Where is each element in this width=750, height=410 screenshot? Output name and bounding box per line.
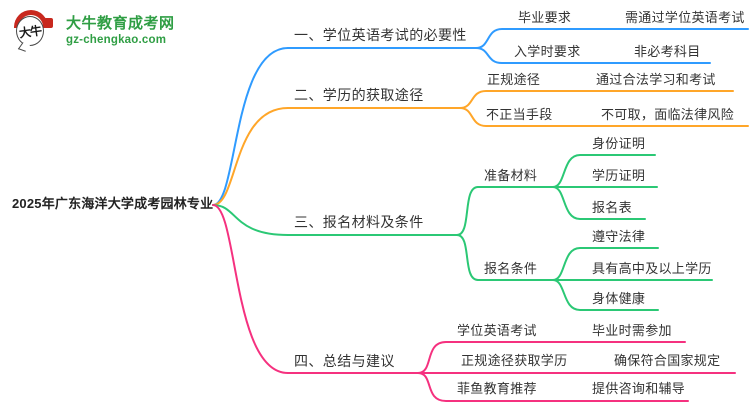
materials-label: 准备材料	[484, 168, 538, 183]
branch1-child1-label: 毕业要求	[518, 10, 572, 25]
materials-item3: 报名表	[592, 200, 632, 215]
branch1-child2-label: 入学时要求	[514, 44, 581, 59]
link-branch3-conditions	[456, 234, 479, 281]
link-branch3-materials	[456, 186, 479, 236]
link-root-branch4	[212, 204, 289, 374]
branch1-child1-value: 需通过学位英语考试	[625, 10, 745, 25]
materials-item1: 身份证明	[592, 136, 646, 151]
logo-bubble-tail	[17, 42, 31, 52]
logo-bubble-text: 大牛	[18, 23, 42, 40]
site-logo[interactable]: 大牛 大牛教育成考网 gz-chengkao.com	[14, 10, 175, 56]
branch2-label: 二、学历的获取途径	[294, 87, 424, 103]
link-branch4-child1	[417, 341, 686, 374]
link-root-branch3	[212, 204, 289, 236]
conditions-label: 报名条件	[484, 261, 538, 276]
link-branch4-child3	[417, 372, 689, 402]
branch2-child1-label: 正规途径	[487, 72, 541, 87]
logo-speech-bubble-icon: 大牛	[14, 10, 60, 56]
logo-subtitle: gz-chengkao.com	[66, 34, 167, 46]
branch2-child1-value: 通过合法学习和考试	[596, 72, 716, 87]
logo-bubble: 大牛	[16, 16, 44, 46]
materials-item2: 学历证明	[592, 168, 646, 183]
branch4-child2-value: 确保符合国家规定	[614, 353, 721, 368]
conditions-item1: 遵守法律	[592, 229, 646, 244]
branch2-child2-value: 不可取，面临法律风险	[601, 107, 735, 122]
link-conditions-item3	[552, 279, 659, 311]
link-branch2-child1	[459, 90, 734, 109]
conditions-item2: 具有高中及以上学历	[592, 261, 712, 276]
branch4-child3-value: 提供咨询和辅导	[592, 381, 686, 396]
branch1-child2-value: 非必考科目	[634, 44, 701, 59]
link-materials-item1	[552, 154, 656, 188]
branch2-child2-label: 不正当手段	[486, 107, 553, 122]
branch4-child1-label: 学位英语考试	[457, 323, 537, 338]
branch4-label: 四、总结与建议	[294, 353, 395, 369]
branch3-label: 三、报名材料及条件	[294, 214, 424, 230]
branch4-child1-value: 毕业时需参加	[592, 323, 672, 338]
logo-title: 大牛教育成考网	[66, 15, 175, 32]
conditions-item3: 身体健康	[592, 291, 646, 306]
link-branch1-child1	[475, 28, 749, 49]
branch1-label: 一、学位英语考试的必要性	[294, 27, 467, 43]
root-node: 2025年广东海洋大学成考园林专业	[12, 196, 214, 211]
link-root-branch1	[212, 47, 289, 206]
link-materials-item3	[552, 186, 646, 220]
branch4-child3-label: 菲鱼教育推荐	[457, 381, 537, 396]
link-root-branch2	[212, 107, 289, 206]
branch4-child2-label: 正规途径获取学历	[461, 353, 568, 368]
logo-red-seal	[44, 18, 53, 28]
link-conditions-item1	[552, 247, 659, 281]
link-branch1-child2	[475, 47, 711, 64]
link-branch2-child2	[459, 107, 749, 127]
